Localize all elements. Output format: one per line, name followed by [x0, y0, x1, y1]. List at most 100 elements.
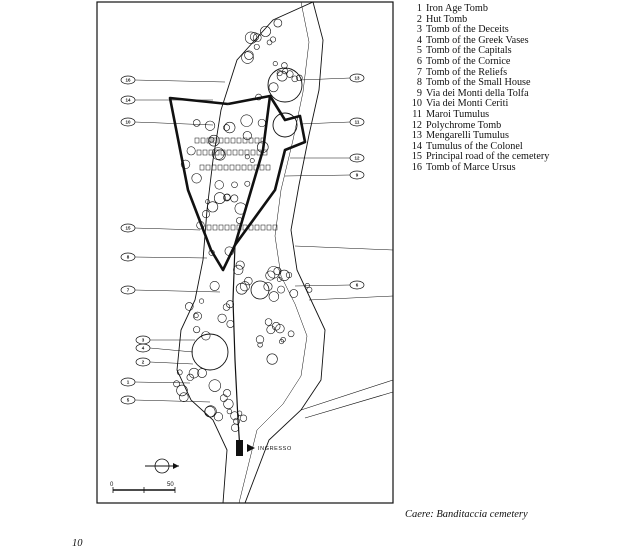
chamber-tomb	[248, 137, 254, 144]
tomb-marker	[268, 82, 279, 93]
chamber-tomb	[217, 164, 223, 171]
tomb-marker	[173, 380, 181, 388]
tomb-marker	[207, 201, 219, 213]
callout-marker	[120, 75, 136, 85]
tomb-marker	[266, 325, 276, 335]
callout-leader	[134, 256, 208, 259]
tomb-marker	[224, 121, 236, 134]
tomb-marker	[230, 194, 239, 203]
chamber-tomb	[199, 164, 205, 171]
tomb-marker	[273, 18, 283, 28]
tomb-marker	[276, 277, 282, 282]
tomb-marker	[244, 31, 258, 44]
callout-marker	[120, 252, 136, 262]
chamber-tomb	[226, 149, 232, 156]
tomb-marker	[208, 134, 220, 147]
tomb-marker	[265, 270, 276, 281]
chamber-tomb	[223, 164, 229, 171]
chamber-tomb	[242, 137, 248, 144]
callout-marker	[349, 73, 365, 83]
chamber-tomb	[224, 137, 230, 144]
scale-start-label: 0	[110, 482, 114, 488]
tomb-marker	[276, 70, 288, 82]
callout-leader	[299, 77, 351, 81]
callout-label: 10	[125, 120, 131, 125]
callout-label: 9	[356, 173, 359, 178]
tumulus-marker	[191, 333, 229, 371]
tomb-marker	[240, 114, 253, 127]
callout-marker	[120, 95, 136, 105]
callout-label: 2	[142, 360, 145, 365]
callout-label: 16	[125, 78, 131, 83]
tomb-marker	[209, 281, 220, 291]
tomb-marker	[191, 173, 202, 184]
chamber-tomb	[242, 224, 248, 231]
chamber-tomb	[212, 137, 218, 144]
tomb-marker	[275, 323, 285, 334]
tomb-marker	[260, 25, 271, 37]
tomb-marker	[231, 423, 240, 432]
tomb-marker	[263, 282, 273, 292]
entrance-arrow	[247, 444, 255, 452]
tomb-marker	[278, 339, 285, 345]
chamber-tomb	[194, 137, 200, 144]
tomb-marker	[214, 180, 224, 190]
tumulus-marker	[267, 67, 303, 103]
callout-marker	[120, 285, 136, 295]
side-road	[308, 295, 394, 301]
tomb-marker	[188, 367, 200, 379]
tomb-marker	[193, 313, 199, 319]
callout-leader	[134, 79, 226, 83]
tomb-marker	[185, 302, 194, 311]
tomb-marker	[266, 39, 273, 46]
callout-label: 6	[356, 283, 359, 288]
map-frame	[96, 1, 394, 504]
tomb-marker	[249, 158, 255, 163]
chamber-tomb	[272, 224, 278, 231]
cemetery-boundary	[176, 1, 326, 504]
tomb-marker	[235, 282, 248, 295]
chamber-tomb	[230, 224, 236, 231]
tomb-marker	[230, 411, 240, 421]
tomb-marker	[296, 74, 303, 82]
tomb-marker	[178, 392, 189, 402]
tomb-marker	[270, 36, 277, 43]
tomb-marker	[267, 266, 280, 279]
chamber-tomb	[229, 164, 235, 171]
tomb-marker	[255, 335, 265, 344]
tomb-marker	[205, 120, 216, 131]
tomb-marker	[223, 193, 231, 202]
cemetery-inner-edge	[238, 1, 310, 504]
callout-marker	[349, 153, 365, 163]
tomb-marker	[264, 318, 273, 326]
callout-marker	[135, 343, 151, 353]
tomb-marker	[242, 131, 252, 141]
callout-marker	[135, 357, 151, 367]
tomb-marker	[193, 311, 202, 321]
callout-leader	[299, 121, 351, 125]
tomb-marker	[236, 410, 243, 416]
tomb-marker	[234, 202, 247, 215]
tomb-marker	[231, 181, 238, 189]
chamber-tomb	[241, 164, 247, 171]
tomb-marker	[226, 408, 233, 415]
callout-marker	[349, 170, 365, 180]
tomb-marker	[224, 246, 235, 256]
tomb-marker	[239, 281, 250, 292]
chamber-tomb	[259, 164, 265, 171]
callout-label: 14	[125, 98, 131, 103]
tomb-marker	[213, 412, 223, 422]
chamber-tomb	[218, 224, 224, 231]
tomb-marker	[213, 192, 226, 204]
chamber-tomb	[230, 137, 236, 144]
tomb-marker	[176, 384, 188, 397]
scale-bar: 0 50	[110, 482, 176, 493]
principal-road	[233, 95, 307, 246]
